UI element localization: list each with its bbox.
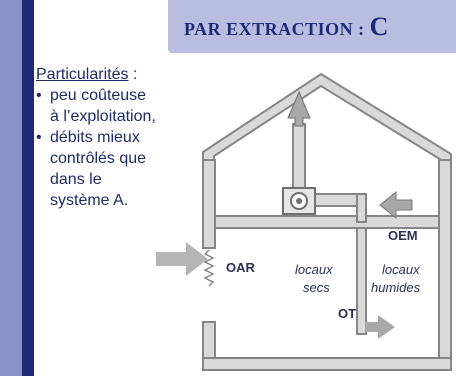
page-title: PAR EXTRACTION : C <box>184 12 389 42</box>
title-banner <box>168 0 456 53</box>
label-oar: OAR <box>226 260 256 275</box>
label-dry-rooms-line1: locaux <box>295 262 333 277</box>
feature-line: système A. <box>50 192 129 209</box>
feature-line: peu coûteuse <box>50 87 147 104</box>
label-wet-rooms-line2: humides <box>371 280 421 295</box>
feature-line: contrôlés que <box>50 150 147 167</box>
label-dry-rooms-line2: secs <box>303 280 330 295</box>
feature-line: dans le <box>50 171 102 188</box>
title-main: PAR EXTRACTION : <box>184 19 370 39</box>
label-wet-rooms-line1: locaux <box>382 262 420 277</box>
extraction-duct <box>312 193 360 207</box>
extraction-duct-down <box>356 193 367 223</box>
feature-line: débits mieux <box>50 129 140 146</box>
left-accent-band <box>0 0 22 376</box>
features-list: Particularités : • peu coûteuse à l’expl… <box>36 64 206 211</box>
feature-item: • peu coûteuse à l’exploitation, <box>36 85 206 127</box>
features-heading-line: Particularités : <box>36 64 206 85</box>
house-left-wall-upper <box>202 159 216 249</box>
house-ceiling <box>214 215 440 229</box>
features-heading-colon: : <box>128 66 138 83</box>
oar-inflow-arrow-icon <box>156 242 208 276</box>
oar-grille <box>203 249 215 287</box>
label-ot: OT <box>338 306 356 321</box>
features-heading: Particularités <box>36 66 129 83</box>
ot-transfer-arrow-icon <box>365 315 395 339</box>
feature-line: à l’exploitation, <box>50 108 156 125</box>
exhaust-duct <box>292 123 306 193</box>
bullet: • <box>36 87 42 104</box>
title-tail: C <box>369 12 389 41</box>
fan-hub-icon <box>296 198 302 204</box>
house-right-wall <box>438 159 452 371</box>
label-oem: OEM <box>388 228 418 243</box>
house-floor <box>202 357 452 371</box>
left-accent-rule <box>22 0 34 376</box>
oem-extract-arrow-icon <box>379 190 413 220</box>
interior-partition <box>356 227 367 335</box>
house-roof <box>202 72 452 168</box>
feature-item: • débits mieux contrôlés que dans le sys… <box>36 127 206 211</box>
bullet: • <box>36 129 42 146</box>
exhaust-up-arrow-icon <box>287 90 311 127</box>
